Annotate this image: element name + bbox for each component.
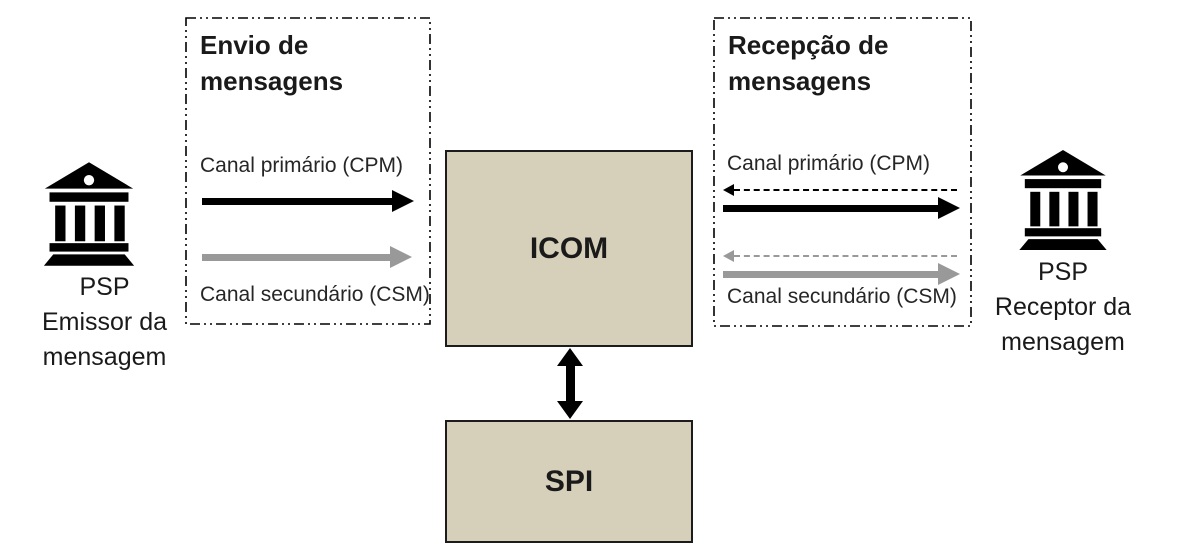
send-box-title-line2: mensagens <box>200 66 344 96</box>
send-messages-box: Envio de mensagens Canal primário (CPM) … <box>185 17 431 325</box>
send-box-title-line1: Envio de <box>200 30 309 60</box>
receive-primary-return-arrow-head <box>723 184 734 196</box>
psp-emissor-line3: mensagem <box>42 343 167 371</box>
send-secondary-arrow-head <box>390 246 412 268</box>
icom-spi-arrow-down-head <box>557 401 583 419</box>
receive-box-border <box>713 17 972 327</box>
send-secondary-arrow <box>202 246 412 268</box>
receive-secondary-return-arrow <box>723 249 957 263</box>
receive-secondary-arrow <box>723 263 960 285</box>
receive-secondary-arrow-shaft <box>723 270 938 278</box>
send-primary-arrow-head <box>392 190 414 212</box>
bank-icon <box>43 162 135 266</box>
icom-spi-arrow-shaft <box>565 366 575 401</box>
receive-messages-box: Recepção de mensagens Canal primário (CP… <box>713 17 972 327</box>
psp-emissor-line1: PSP <box>79 273 130 301</box>
receive-primary-arrow-shaft <box>723 204 938 212</box>
send-secondary-arrow-shaft <box>202 253 390 261</box>
receive-box-title-line2: mensagens <box>728 66 872 96</box>
receive-secondary-channel-label: Canal secundário (CSM) <box>727 285 957 308</box>
send-primary-arrow-shaft <box>202 197 392 205</box>
icom-spi-arrow-up-head <box>557 348 583 366</box>
receive-secondary-return-arrow-shaft <box>734 255 957 257</box>
receive-primary-arrow <box>723 197 960 219</box>
bank-icon <box>1019 150 1107 250</box>
psp-receptor-line2: Receptor da <box>994 293 1132 321</box>
send-secondary-channel-label: Canal secundário (CSM) <box>200 283 430 306</box>
icom-label: ICOM <box>529 231 609 265</box>
psp-receptor-line3: mensagem <box>1001 328 1125 356</box>
send-primary-channel-label: Canal primário (CPM) <box>200 154 404 177</box>
spi-label: SPI <box>544 464 594 498</box>
receive-box-title: Recepção de mensagens <box>728 27 888 99</box>
receive-box-title-line1: Recepção de <box>728 30 889 60</box>
send-box-border <box>185 17 431 325</box>
spi-box: SPI <box>445 420 693 543</box>
receive-primary-channel-label: Canal primário (CPM) <box>727 152 931 175</box>
receive-secondary-arrow-head <box>938 263 960 285</box>
icom-spi-arrow <box>556 348 584 419</box>
psp-emissor-line2: Emissor da <box>41 308 168 336</box>
receive-primary-return-arrow <box>723 183 957 197</box>
psp-emissor-label: PSP Emissor da mensagem <box>7 270 202 375</box>
psp-receptor-label: PSP Receptor da mensagem <box>963 255 1163 360</box>
psp-receptor-line1: PSP <box>1037 258 1089 286</box>
send-primary-arrow <box>202 190 414 212</box>
receive-secondary-return-arrow-head <box>723 250 734 262</box>
send-box-title: Envio de mensagens <box>200 27 343 99</box>
receive-primary-arrow-head <box>938 197 960 219</box>
receive-primary-return-arrow-shaft <box>734 189 957 191</box>
icom-box: ICOM <box>445 150 693 347</box>
